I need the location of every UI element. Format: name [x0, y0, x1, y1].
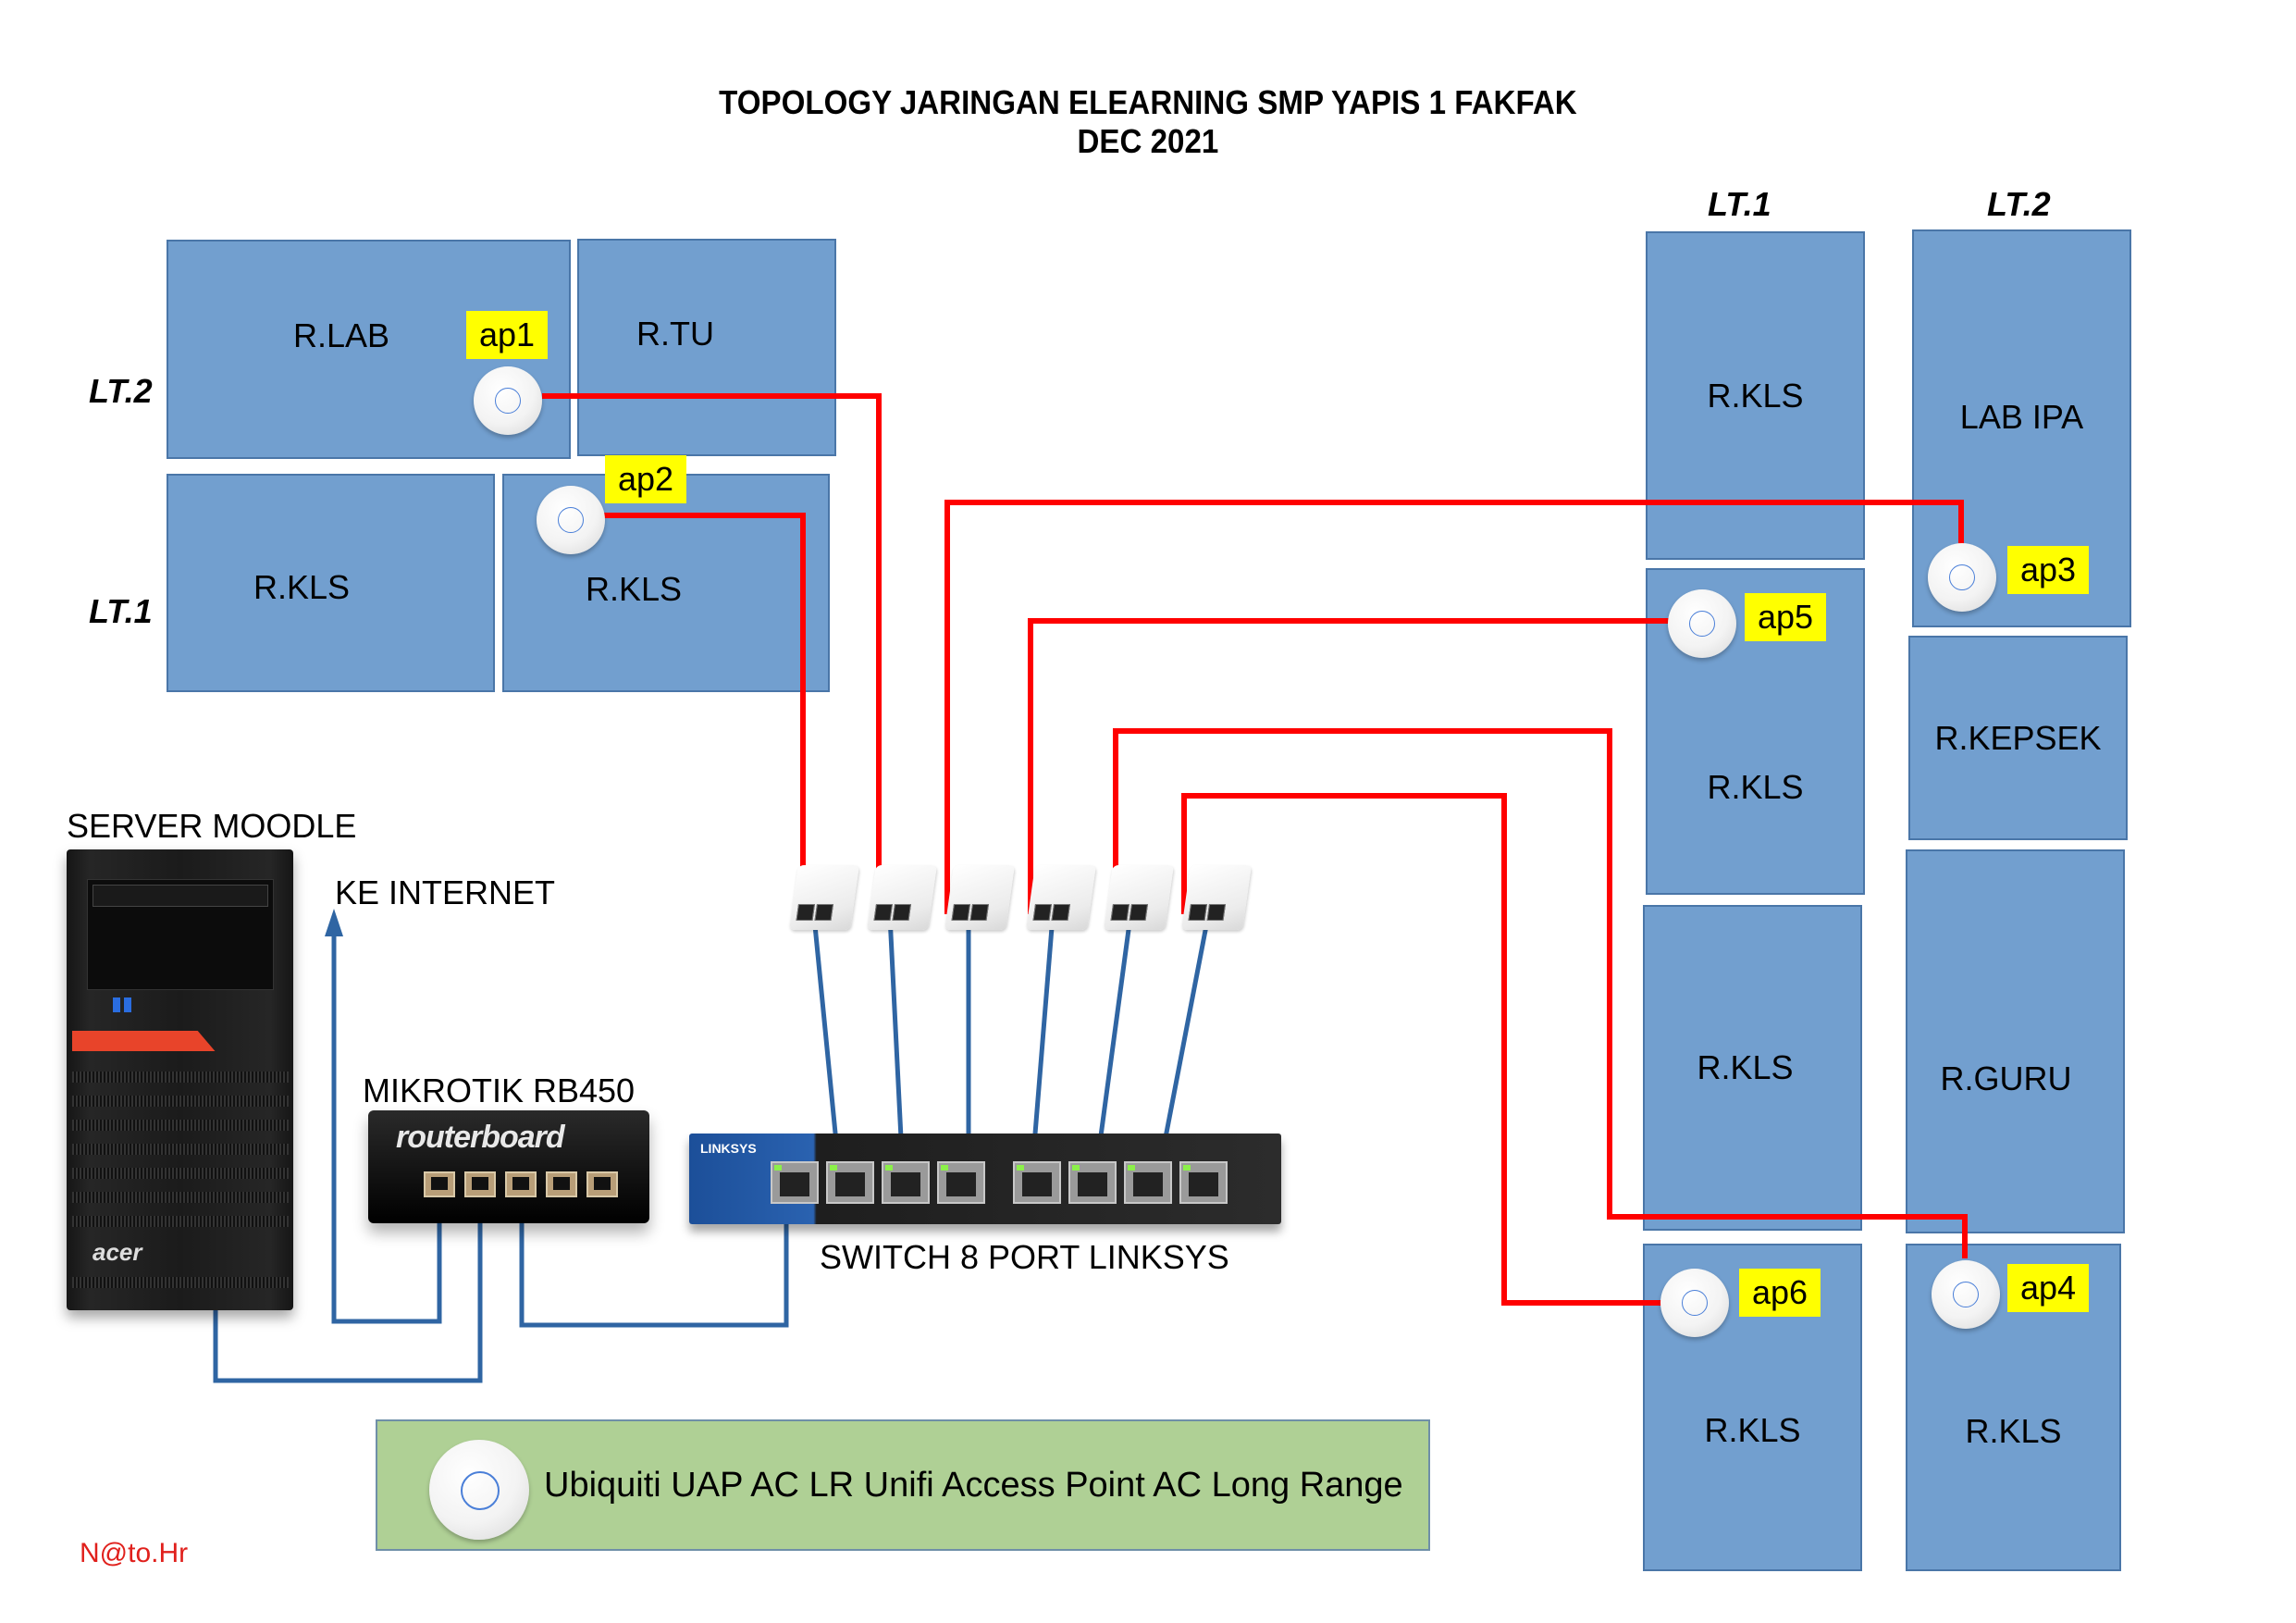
server-label: SERVER MOODLE: [67, 807, 357, 845]
lan-router-switch: [519, 1171, 789, 1328]
router-port-eth4[interactable]: [546, 1171, 577, 1197]
switch-port-2[interactable]: [826, 1161, 874, 1204]
ap-label-ap3: ap3: [2007, 546, 2090, 594]
access-point-ap4-icon[interactable]: [1932, 1260, 2000, 1329]
poe-injector: [867, 865, 937, 930]
room-label: LAB IPA: [1959, 398, 2084, 436]
floor-label-left-lt2: LT.2: [89, 372, 153, 410]
diagram-title: TOPOLOGY JARINGAN ELEARNING SMP YAPIS 1 …: [719, 83, 1577, 121]
vent: [72, 1072, 289, 1083]
cable-ap5: [1028, 618, 1671, 914]
cable-ap3: [944, 500, 1964, 914]
room-r-kepsek: R.KEPSEK: [1908, 636, 2128, 840]
ap-label-ap1: ap1: [466, 311, 549, 359]
switch-port-4[interactable]: [937, 1161, 985, 1204]
floor-label-right-lt2: LT.2: [1987, 185, 2051, 223]
poe-injector: [1104, 865, 1174, 930]
lan-poe6-switch: [1159, 915, 1211, 1158]
linksys-switch-icon[interactable]: LINKSYS: [689, 1134, 1281, 1224]
lan-poe5-switch: [1095, 915, 1133, 1158]
switch-brand: LINKSYS: [700, 1141, 757, 1156]
room-label: R.KLS: [1697, 1048, 1794, 1086]
poe-injector: [944, 865, 1015, 930]
lan-router-internet: [331, 925, 442, 1324]
cable-ap2: [601, 513, 806, 914]
room-label: R.KLS: [1704, 1411, 1801, 1449]
switch-port-1[interactable]: [771, 1161, 819, 1204]
room-r-kls-left-1: R.KLS: [167, 474, 495, 692]
poe-injector: [789, 865, 859, 930]
room-label: R.LAB: [293, 316, 390, 354]
vent: [72, 1216, 289, 1227]
diagram-date: DEC 2021: [1077, 122, 1219, 160]
room-label: R.TU: [636, 314, 714, 353]
usb-port-icon: [124, 997, 131, 1012]
author-watermark: N@to.Hr: [80, 1538, 189, 1568]
switch-port-7[interactable]: [1124, 1161, 1172, 1204]
server-moodle-icon[interactable]: acer: [67, 849, 293, 1310]
server-brand: acer: [93, 1238, 142, 1266]
lan-poe4-switch: [1031, 915, 1055, 1158]
floor-label-left-lt1: LT.1: [89, 592, 153, 630]
router-label: MIKROTIK RB450: [363, 1072, 636, 1109]
room-label: R.KLS: [1707, 767, 1804, 806]
poe-injector: [1181, 865, 1252, 930]
internet-label: KE INTERNET: [335, 873, 556, 911]
legend-access-point-icon: [429, 1440, 529, 1540]
access-point-ap3-icon[interactable]: [1928, 543, 1996, 612]
floor-label-right-lt1: LT.1: [1708, 185, 1771, 223]
room-label: R.KEPSEK: [1934, 718, 2102, 757]
mikrotik-router-icon[interactable]: routerboard: [368, 1110, 649, 1223]
switch-port-5[interactable]: [1013, 1161, 1061, 1204]
room-label: R.KLS: [253, 568, 351, 606]
switch-port-8[interactable]: [1179, 1161, 1228, 1204]
vent: [72, 1192, 289, 1203]
room-label: R.KLS: [1707, 376, 1804, 415]
access-point-ap6-icon[interactable]: [1660, 1269, 1729, 1337]
usb-port-icon: [113, 997, 120, 1012]
cable-ap4: [1113, 728, 1968, 1258]
vent: [72, 1168, 289, 1179]
ap-label-ap5: ap5: [1745, 593, 1827, 641]
router-port-eth5[interactable]: [586, 1171, 618, 1197]
dvd-drive: [93, 885, 268, 907]
lan-poe2-switch: [887, 915, 905, 1158]
vent: [72, 1277, 289, 1288]
legend-text: Ubiquiti UAP AC LR Unifi Access Point AC…: [544, 1466, 1403, 1505]
access-point-ap1-icon[interactable]: [474, 366, 542, 435]
room-r-kls-right-3: R.KLS: [1643, 905, 1862, 1231]
lan-router-server: [213, 1175, 483, 1383]
ap-label-ap4: ap4: [2007, 1264, 2090, 1312]
room-r-tu: R.TU: [577, 239, 836, 456]
internet-arrow-icon: [325, 909, 343, 936]
switch-label: SWITCH 8 PORT LINKSYS: [820, 1238, 1229, 1276]
router-port-eth3[interactable]: [505, 1171, 537, 1197]
router-port-eth2[interactable]: [464, 1171, 496, 1197]
ap-label-ap6: ap6: [1739, 1269, 1821, 1317]
router-port-eth1[interactable]: [424, 1171, 455, 1197]
access-point-ap2-icon[interactable]: [537, 486, 605, 554]
room-label: R.KLS: [586, 570, 683, 608]
room-label: R.KLS: [1965, 1412, 2062, 1450]
cable-ap1: [542, 393, 882, 914]
vent: [72, 1120, 289, 1131]
poe-injector: [1026, 865, 1096, 930]
switch-port-3[interactable]: [882, 1161, 930, 1204]
vent: [72, 1096, 289, 1107]
router-logo: routerboard: [396, 1120, 565, 1155]
cable-ap6: [1181, 793, 1661, 1306]
ap-label-ap2: ap2: [605, 455, 687, 503]
room-label: R.GURU: [1940, 1059, 2072, 1097]
access-point-ap5-icon[interactable]: [1668, 589, 1736, 658]
room-r-guru: R.GURU: [1906, 849, 2125, 1233]
switch-port-6[interactable]: [1068, 1161, 1117, 1204]
front-stripe: [72, 1031, 289, 1051]
legend-box: Ubiquiti UAP AC LR Unifi Access Point AC…: [376, 1419, 1430, 1551]
vent: [72, 1144, 289, 1155]
lan-poe1-switch: [811, 915, 840, 1153]
